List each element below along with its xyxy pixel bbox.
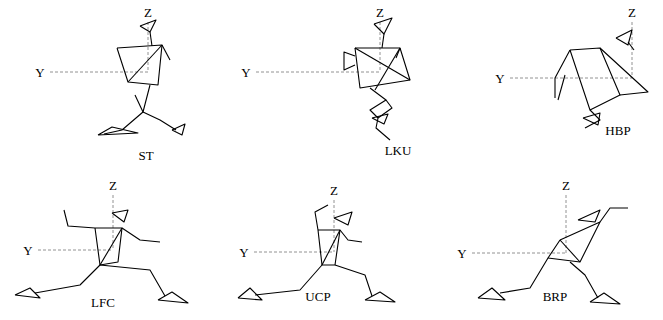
axis-label: Y: [457, 247, 466, 260]
stick-limb: [590, 293, 620, 304]
y-axis: [256, 72, 380, 73]
stick-limb: [100, 265, 165, 296]
pose-label: HBP: [605, 124, 630, 137]
axis-label: Z: [562, 179, 570, 192]
stick-limb: [100, 228, 122, 265]
axis-label: Y: [239, 246, 248, 259]
stick-limb: [15, 288, 40, 298]
stick-limb: [95, 228, 122, 265]
stick-limb: [375, 48, 400, 90]
y-axis: [510, 78, 632, 79]
stick-limb: [570, 262, 598, 298]
z-axis: [148, 22, 149, 72]
y-axis: [254, 252, 334, 253]
stick-limb: [578, 210, 600, 222]
pose-label: LFC: [91, 296, 115, 309]
stick-limb: [140, 20, 156, 32]
stick-limb: [162, 45, 170, 60]
stick-limb: [98, 127, 138, 135]
axes: [256, 18, 410, 140]
stick-limb: [365, 292, 395, 302]
axes: [472, 195, 628, 304]
stick-limb: [355, 48, 410, 88]
axis-label: Y: [495, 72, 504, 85]
stick-limb: [600, 48, 648, 95]
pose-label: BRP: [543, 290, 568, 303]
stick-limb: [35, 265, 100, 293]
axes: [15, 195, 188, 303]
stick-limb: [334, 212, 352, 225]
axes: [238, 200, 395, 302]
stick-limb: [344, 52, 355, 70]
axis-label: Z: [330, 184, 338, 197]
stick-limb: [172, 124, 185, 135]
stick-limb: [315, 205, 328, 230]
stick-limb: [616, 30, 632, 45]
stick-limb: [583, 113, 600, 125]
stick-limb: [122, 228, 160, 242]
stick-limb: [478, 288, 505, 300]
z-axis: [566, 195, 567, 253]
stick-limb: [135, 95, 143, 112]
stick-limb: [104, 85, 150, 134]
axis-label: Y: [241, 66, 250, 79]
axis-label: Y: [23, 244, 32, 257]
axes: [50, 20, 185, 135]
stick-limb: [158, 292, 188, 303]
stick-limb: [560, 240, 580, 262]
axes: [510, 22, 648, 128]
axis-label: Z: [109, 179, 117, 192]
stick-limb: [340, 230, 362, 242]
axis-label: Z: [144, 6, 152, 19]
y-axis: [50, 72, 148, 73]
stick-limb: [112, 210, 128, 222]
stick-limb: [548, 222, 600, 262]
stick-limb: [500, 258, 548, 293]
stick-limb: [238, 288, 262, 300]
pose-label: UCP: [305, 290, 330, 303]
axis-label: Z: [376, 6, 384, 19]
stick-limb: [558, 75, 565, 100]
stick-limb: [322, 230, 340, 265]
stick-limb: [318, 230, 340, 265]
stick-limb: [374, 18, 392, 34]
axis-label: Y: [35, 66, 44, 79]
stick-limb: [64, 210, 95, 228]
stick-limb: [335, 265, 372, 296]
pose-label: ST: [138, 149, 153, 162]
stick-limb: [382, 34, 384, 48]
stick-limb: [600, 208, 628, 222]
stick-limb: [396, 48, 400, 58]
stick-limb: [355, 48, 410, 80]
stick-limb: [372, 114, 388, 124]
stick-limb: [570, 48, 620, 110]
axis-label: Z: [628, 6, 636, 19]
stick-limb: [117, 45, 162, 85]
pose-label: LKU: [385, 144, 412, 157]
y-axis: [38, 250, 113, 251]
stick-limb: [150, 32, 152, 46]
stick-limb: [128, 45, 162, 82]
stick-limb: [555, 50, 570, 98]
z-axis: [334, 200, 335, 252]
stick-limb: [628, 42, 634, 50]
stick-limb: [143, 112, 176, 130]
